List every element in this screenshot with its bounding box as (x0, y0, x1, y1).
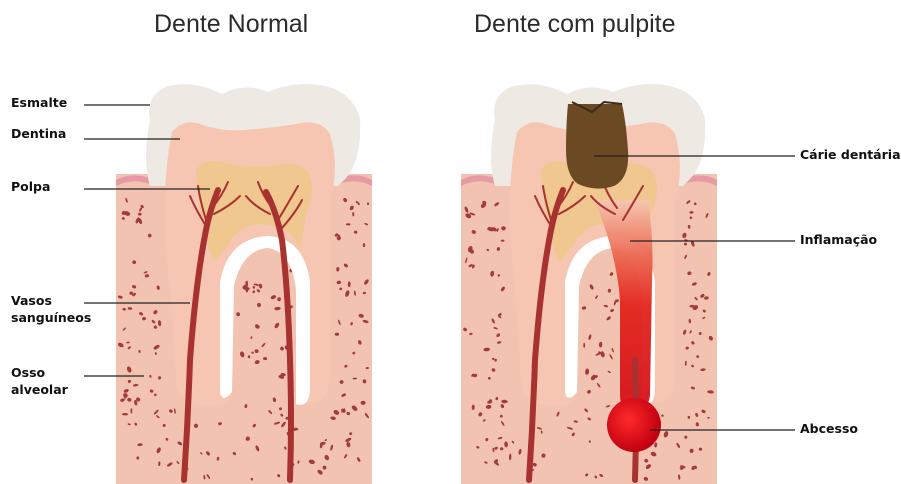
bone-speck (244, 287, 250, 290)
label-blood-vessels: Vasos sanguíneos (11, 292, 91, 326)
label-inflammation: Inflamação (800, 231, 877, 248)
caries-region (566, 104, 628, 189)
title-pulpitis-tooth: Dente com pulpite (474, 10, 676, 39)
label-alveolar-bone-line2: alveolar (11, 381, 68, 398)
bone-speck (353, 378, 358, 380)
label-blood-vessels-line1: Vasos (11, 292, 91, 309)
label-alveolar-bone: Osso alveolar (11, 364, 68, 398)
label-pulp: Polpa (11, 178, 50, 195)
bone-speck (488, 227, 495, 231)
label-dentin: Dentina (11, 125, 66, 142)
normal-tooth (116, 84, 372, 484)
title-normal-tooth: Dente Normal (154, 10, 308, 39)
label-blood-vessels-line2: sanguíneos (11, 309, 91, 326)
label-alveolar-bone-line1: Osso (11, 364, 68, 381)
bone-speck (346, 223, 351, 225)
label-enamel: Esmalte (11, 94, 67, 111)
label-caries: Cárie dentária (800, 146, 901, 163)
label-abscess: Abcesso (800, 420, 858, 437)
abscess-circle (607, 398, 661, 452)
pulpitis-tooth (461, 84, 717, 484)
